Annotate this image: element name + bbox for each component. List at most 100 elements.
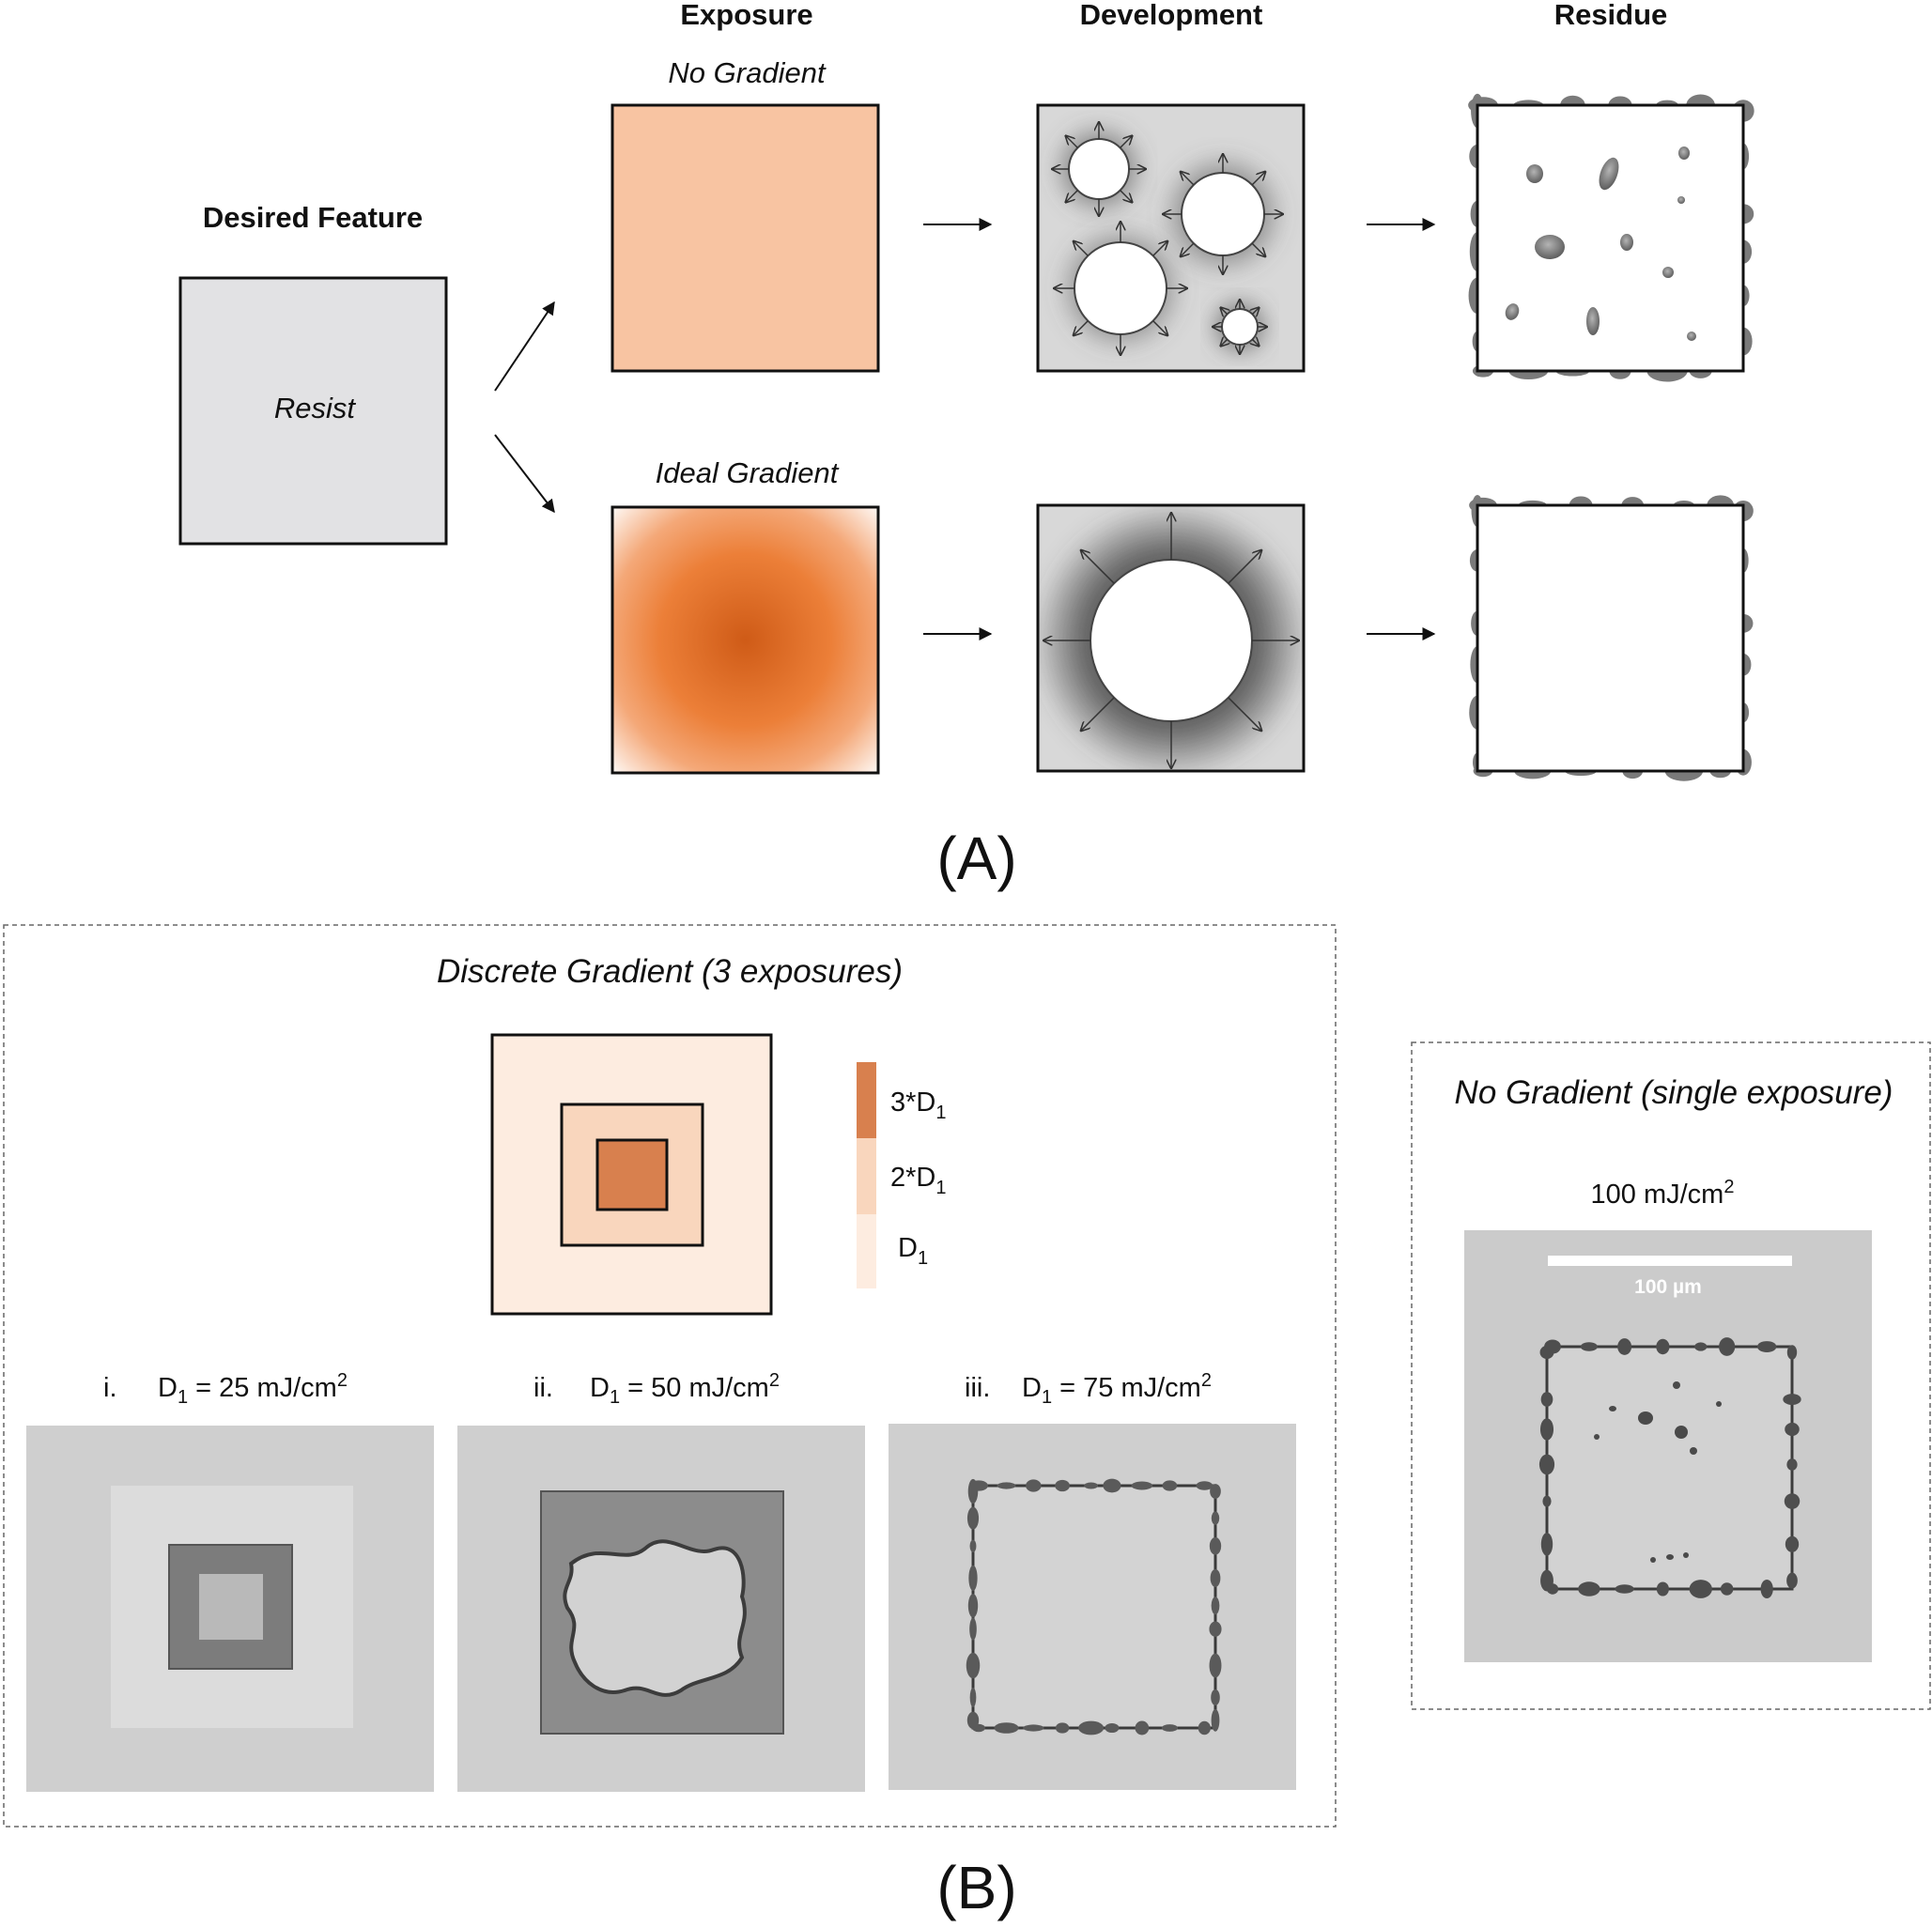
expansion-arrow [1120, 136, 1133, 148]
sample-label-i: i. D1 = 25 mJ/cm2 [103, 1370, 348, 1408]
residue-blob [1135, 1720, 1150, 1735]
header-development: Development [1080, 0, 1263, 31]
residue-blob [967, 1594, 979, 1618]
legend-label-level1: D1 [898, 1233, 928, 1269]
residue-blob [1540, 1569, 1553, 1592]
expansion-arrow [1081, 550, 1115, 584]
dose-legend: 3*D1 2*D1 D1 [857, 1062, 946, 1288]
residue-droplet [1586, 307, 1600, 335]
expansion-arrow [1252, 307, 1259, 314]
residue-blob [1786, 1572, 1798, 1589]
expansion-arrow [1220, 307, 1227, 314]
residue-droplet [1687, 332, 1696, 341]
residue-blob [1131, 1481, 1153, 1490]
micrograph-i [26, 1426, 434, 1792]
residue-droplet [1677, 196, 1685, 204]
discrete-gradient-schematic [490, 1033, 773, 1316]
residue-droplet [1638, 1411, 1653, 1425]
residue-blob [1540, 1392, 1553, 1408]
micrograph-iii [889, 1424, 1296, 1790]
expansion-arrow [1152, 241, 1168, 256]
legend-swatch-level1 [857, 1214, 876, 1288]
residue-blob [1656, 1338, 1670, 1355]
residue-blob [994, 1722, 1019, 1734]
residue-droplet [1662, 267, 1674, 278]
residue-edge-blobs [1538, 1337, 1801, 1598]
expansion-arrow [1252, 339, 1259, 346]
legend-swatch-level3 [857, 1062, 876, 1138]
residue-blob [1078, 1720, 1105, 1735]
ideal-gradient-residue [1469, 494, 1754, 781]
panel-b: Discrete Gradient (3 exposures) 3*D1 2*D… [3, 924, 1931, 1921]
expansion-arrow [1228, 550, 1261, 584]
residue-blob [1785, 1535, 1800, 1552]
dose-region-level3 [595, 1138, 669, 1211]
single-exposure-dose: 100 mJ/cm2 [1591, 1177, 1735, 1210]
panel-b-caption: (B) [936, 1854, 1016, 1921]
ideal-gradient-label: Ideal Gradient [656, 456, 840, 489]
residue-blob [1105, 1722, 1120, 1734]
residue-blob [1196, 1481, 1213, 1490]
residue-blob [1161, 1724, 1179, 1732]
residue-blob [997, 1482, 1016, 1489]
expansion-arrow [1066, 136, 1078, 148]
residue-blob [1786, 1458, 1798, 1471]
ideal-gradient-exposure-square [611, 505, 880, 775]
residue-blob [1580, 1342, 1598, 1351]
residue-blob [1210, 1484, 1221, 1499]
residue-blob [966, 1506, 980, 1530]
residue-blob [1211, 1596, 1220, 1615]
no-gradient-residue [1468, 93, 1754, 382]
resist-label: Resist [274, 392, 357, 424]
micrograph-single-exposure: 100 µm [1464, 1230, 1872, 1662]
residue-edge-blobs [966, 1478, 1222, 1735]
residue-blob [1055, 1479, 1070, 1492]
residue-blob [1209, 1653, 1222, 1678]
residue-blob [1720, 1582, 1734, 1596]
expansion-arrow [1228, 697, 1261, 731]
ideal-gradient-development [1036, 503, 1306, 773]
residue-blob [1785, 1422, 1800, 1437]
pore-arrows [1043, 513, 1299, 768]
residue-droplet [1690, 1447, 1697, 1455]
residue-blob [1578, 1581, 1600, 1596]
development-pore [1074, 241, 1167, 335]
residue-droplet [1609, 1406, 1616, 1411]
expansion-arrow [1152, 320, 1168, 336]
residue-blob [1211, 1709, 1220, 1732]
residue-blob [1540, 1533, 1553, 1556]
scale-bar-label: 100 µm [1634, 1276, 1702, 1298]
residue-droplet [1650, 1557, 1656, 1563]
sample-label-ii: ii. D1 = 50 mJ/cm2 [533, 1370, 780, 1408]
residue-droplet [1678, 147, 1690, 160]
residue-blob [968, 1565, 978, 1592]
expansion-arrow [1181, 172, 1195, 186]
residue-blob [1055, 1722, 1070, 1734]
discrete-gradient-title: Discrete Gradient (3 exposures) [437, 953, 903, 990]
pore-arrows [1052, 122, 1283, 355]
residue-droplet [1599, 157, 1619, 191]
residue-droplet [1683, 1552, 1689, 1558]
micrograph-ii [457, 1426, 865, 1792]
residue-droplet [1675, 1426, 1688, 1439]
single-exposure-frame [1411, 1041, 1931, 1710]
expansion-arrow [1066, 190, 1078, 203]
discrete-gradient-frame [3, 924, 1337, 1828]
residue-blob [1719, 1337, 1736, 1356]
sample-label-iii: iii. D1 = 75 mJ/cm2 [965, 1370, 1212, 1408]
residue-blob [966, 1652, 981, 1679]
residue-droplet [1594, 1434, 1600, 1440]
residue-droplet [1716, 1401, 1722, 1407]
expansion-arrow [1081, 697, 1115, 731]
expansion-arrow [1181, 242, 1195, 256]
legend-label-level3: 3*D1 [890, 1087, 946, 1123]
residue-blob [1694, 1342, 1708, 1351]
no-gradient-development [1036, 103, 1306, 373]
legend-swatch-level2 [857, 1138, 876, 1214]
residue-blob [969, 1539, 977, 1553]
residue-blob [1542, 1495, 1552, 1507]
expansion-arrow [1220, 339, 1227, 346]
development-pore [1090, 559, 1253, 722]
residue-droplet [1535, 235, 1565, 259]
residue-droplet [1620, 234, 1633, 251]
